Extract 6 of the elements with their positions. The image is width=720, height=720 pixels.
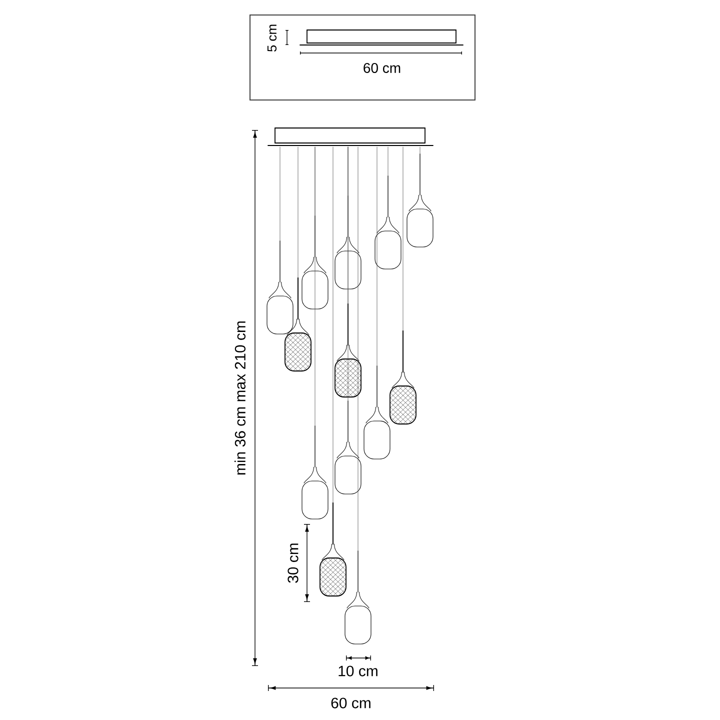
dimension-label: 60 cm: [331, 698, 370, 708]
dimension-label: min 36 cm max 210 cm: [234, 322, 246, 475]
dimension-label: 30 cm: [288, 544, 298, 583]
dimension-label: 5 cm: [267, 24, 277, 52]
dimension-label: 60 cm: [364, 63, 400, 73]
dimension-label: 10 cm: [338, 666, 378, 676]
